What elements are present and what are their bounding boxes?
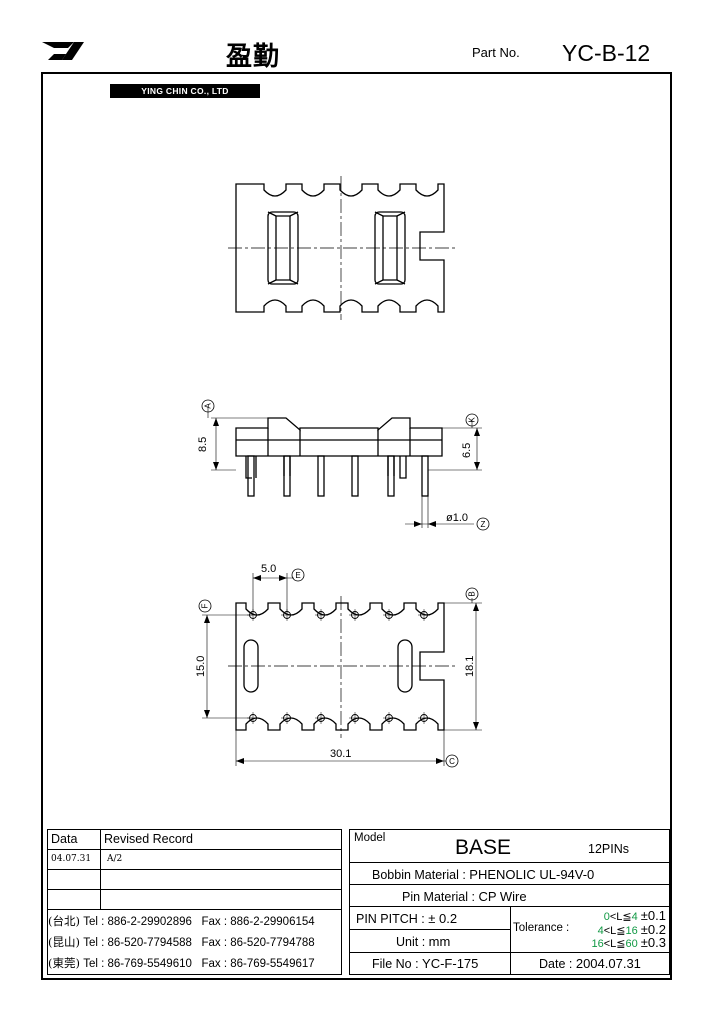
revision-row-record — [101, 870, 342, 890]
tolerance-row: 4<L≦16 ±0.2 — [597, 921, 666, 937]
drawing-frame — [41, 72, 672, 980]
office-city: (昆山) — [48, 935, 80, 949]
date-row: Date : 2004.07.31 — [511, 953, 669, 974]
office-row: (東莞) Tel : 86-769-5549610 Fax : 86-769-5… — [48, 955, 315, 971]
revision-row-date — [48, 890, 101, 910]
office-tel: Tel : 86-769-5549610 — [83, 958, 192, 970]
bottom-view — [235, 602, 445, 731]
office-fax: Fax : 886-2-29906154 — [201, 916, 315, 928]
dim-pin-pitch: 5.0 — [261, 563, 276, 575]
tolerance-row: 16<L≦60 ±0.3 — [591, 935, 666, 950]
pin-material-value: CP Wire — [478, 889, 527, 904]
bobbin-material-value: PHENOLIC UL-94V-0 — [469, 867, 595, 882]
pin-pitch-label: PIN PITCH : — [356, 912, 425, 926]
pin-material-label: Pin Material : — [402, 890, 475, 904]
side-view — [235, 417, 443, 497]
datum-b: B — [468, 591, 477, 596]
revision-header-date: Data — [48, 830, 101, 850]
part-no-label: Part No. — [472, 45, 520, 60]
office-tel: Tel : 86-520-7794588 — [83, 937, 192, 949]
revision-header-record: Revised Record — [101, 830, 342, 850]
tolerance-row: 0<L≦4 ±0.1 — [603, 908, 666, 923]
revision-row-date: 04.07.31 — [48, 850, 101, 870]
date-label: Date : — [539, 957, 573, 971]
dim-pin-diameter: ø1.0 — [446, 512, 468, 524]
model-row: Model BASE 12PINs — [350, 830, 669, 863]
office-city: (東莞) — [48, 956, 80, 970]
bobbin-material-label: Bobbin Material : — [372, 868, 466, 882]
office-row: (台北) Tel : 886-2-29902896 Fax : 886-2-29… — [48, 913, 315, 929]
datum-f: F — [201, 603, 210, 608]
bobbin-material-row: Bobbin Material : PHENOLIC UL-94V-0 — [350, 863, 669, 885]
company-name-en: YING CHIN CO., LTD — [110, 84, 260, 98]
revision-table: Data Revised Record 04.07.31 A/2 (台北) Te… — [47, 829, 342, 975]
spec-table: Model BASE 12PINs Bobbin Material : PHEN… — [349, 829, 670, 975]
tolerance-block: Tolerance : 0<L≦4 ±0.1 4<L≦16 ±0.2 16<L≦… — [511, 907, 669, 953]
pin-count: 12PINs — [588, 842, 629, 856]
datum-c: C — [449, 757, 455, 766]
file-no-value: YC-F-175 — [422, 956, 479, 971]
part-no-value: YC-B-12 — [562, 40, 651, 66]
unit-row: Unit : mm — [350, 930, 511, 953]
datum-a: A — [204, 403, 213, 409]
office-city: (台北) — [48, 914, 80, 928]
pin-pitch-row: PIN PITCH : ± 0.2 — [350, 907, 511, 930]
model-value: BASE — [455, 836, 512, 859]
office-fax: Fax : 86-769-5549617 — [201, 958, 315, 970]
logo-mark-icon — [42, 42, 84, 60]
pin-material-row: Pin Material : CP Wire — [350, 885, 669, 907]
dim-height-k: 6.5 — [461, 443, 473, 458]
dim-body-width: 18.1 — [464, 656, 476, 677]
date-value: 2004.07.31 — [575, 956, 641, 971]
datum-z: Z — [481, 520, 486, 529]
datum-e: E — [295, 571, 300, 580]
office-row: (昆山) Tel : 86-520-7794588 Fax : 86-520-7… — [48, 934, 315, 950]
dim-row-spacing: 15.0 — [195, 656, 207, 677]
file-no-row: File No : YC-F-175 — [350, 953, 511, 974]
tolerance-label: Tolerance : — [513, 922, 570, 934]
unit-label: Unit : — [396, 935, 426, 949]
dim-height-a: 8.5 — [197, 437, 209, 452]
revision-row-record — [101, 890, 342, 910]
revision-row-record: A/2 — [101, 850, 342, 870]
file-no-label: File No : — [372, 957, 419, 971]
dim-body-length: 30.1 — [330, 748, 351, 760]
company-name-cn: 盈勤 — [226, 42, 281, 72]
office-fax: Fax : 86-520-7794788 — [201, 937, 315, 949]
pin-pitch-value: ± 0.2 — [428, 911, 458, 926]
datum-k: K — [468, 417, 477, 423]
company-logo: YING CHIN CO., LTD — [40, 38, 260, 98]
revision-row-date — [48, 870, 101, 890]
unit-value: mm — [428, 934, 451, 949]
office-tel: Tel : 886-2-29902896 — [83, 916, 192, 928]
tolerance-list: 0<L≦4 ±0.1 4<L≦16 ±0.2 16<L≦60 ±0.3 — [591, 908, 666, 951]
model-label: Model — [354, 832, 386, 844]
